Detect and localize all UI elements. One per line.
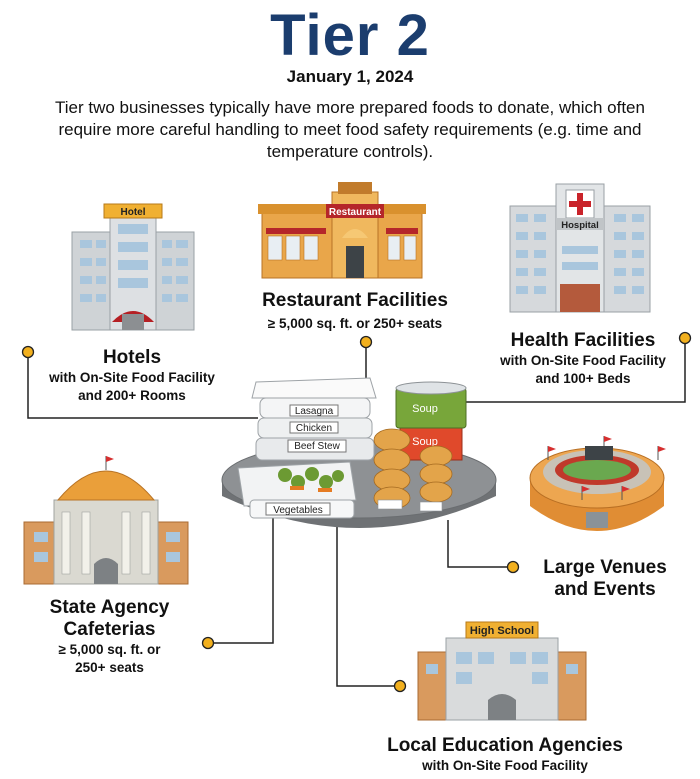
page-date: January 1, 2024 [286,67,414,86]
food-label-lasagna: Lasagna [295,406,334,417]
category-state-agency: State Agency Cafeterias ≥ 5,000 sq. ft. … [22,597,197,677]
restaurant-building-icon: Restaurant [258,182,426,279]
connector-lines [27,338,686,687]
venues-name-2: and Events [554,579,656,600]
school-sign-text: High School [470,625,534,637]
state-agency-name-1: State Agency [49,597,170,618]
state-agency-name-2: Cafeterias [63,619,156,640]
intro-text: Tier two businesses typically have more … [55,98,645,161]
category-restaurants: Restaurant Facilities ≥ 5,000 sq. ft. or… [225,290,485,333]
page-title: Tier 2 [270,3,430,68]
health-name: Health Facilities [510,330,656,351]
state-agency-detail-1: ≥ 5,000 sq. ft. or [58,642,161,657]
hotel-sign-text: Hotel [121,207,146,218]
food-label-chicken: Chicken [296,423,332,434]
hospital-sign-text: Hospital [561,220,598,231]
category-venues: Large Venues and Events [520,557,690,601]
category-hotels: Hotels with On-Site Food Facility and 20… [32,347,232,405]
hotel-building-icon: Hotel [71,203,195,331]
connector-education [336,515,400,687]
hospital-building-icon: Hospital [509,183,651,313]
restaurants-name: Restaurant Facilities [262,290,448,311]
category-education: Local Education Agencies with On-Site Fo… [340,735,670,775]
food-label-vegetables: Vegetables [273,505,323,516]
hotels-detail-1: with On-Site Food Facility [49,370,215,385]
connector-health [462,338,686,403]
connector-state-agency [208,490,274,644]
venues-name-1: Large Venues [543,557,667,578]
stadium-icon [529,436,666,531]
connector-hotels [27,352,258,419]
state-agency-detail-2: 250+ seats [75,660,144,675]
connector-venues [447,520,513,568]
food-label-soup-1: Soup [412,403,438,415]
health-detail-2: and 100+ Beds [535,371,631,386]
food-tray-illustration: Lasagna Chicken Beef Stew Vegetables Sou… [221,377,497,528]
category-health: Health Facilities with On-Site Food Faci… [478,330,688,388]
education-name: Local Education Agencies [387,735,623,756]
dot-venues [506,560,520,574]
dot-state-agency [201,636,215,650]
connector-dots [21,331,692,693]
dot-health [678,331,692,345]
dot-hotels [21,345,35,359]
dot-restaurants [359,335,373,349]
restaurant-sign-text: Restaurant [329,207,382,218]
high-school-building-icon: High School [417,621,587,721]
restaurants-detail-1: ≥ 5,000 sq. ft. or 250+ seats [267,316,443,331]
food-label-soup-2: Soup [412,436,438,448]
hotels-name: Hotels [102,347,162,368]
health-detail-1: with On-Site Food Facility [500,353,666,368]
education-detail-1: with On-Site Food Facility [422,758,588,773]
state-agency-building-icon [23,456,189,585]
hotels-detail-2: and 200+ Rooms [78,388,186,403]
food-label-beef-stew: Beef Stew [294,441,340,452]
dot-education [393,679,407,693]
